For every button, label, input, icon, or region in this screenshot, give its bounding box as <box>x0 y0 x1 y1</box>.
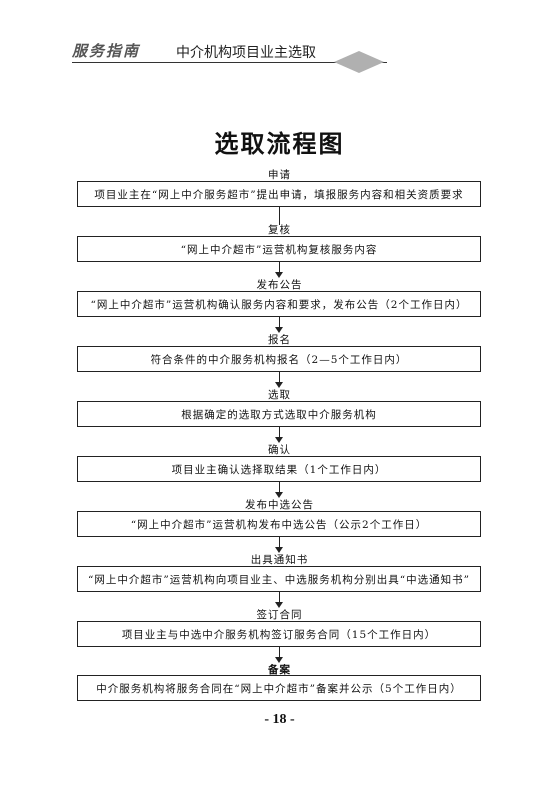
connector-line <box>279 317 280 331</box>
arrow-down-icon <box>275 382 283 388</box>
page-number: - 18 - <box>264 712 295 727</box>
connector-line <box>279 647 280 661</box>
step-box-publish-notice: “网上中介超市”运营机构确认服务内容和要求，发布公告（2个工作日内） <box>77 291 481 317</box>
step-label-issue-notice: 出具通知书 <box>250 554 309 566</box>
step-box-sign-contract: 项目业主与中选中介服务机构签订服务合同（15个工作日内） <box>77 621 481 647</box>
step-box-confirm: 项目业主确认选择取结果（1个工作日内） <box>77 456 481 482</box>
section-label: 中介机构项目业主选取 <box>176 45 316 61</box>
arrow-down-icon <box>275 492 283 498</box>
connector-line <box>279 207 280 225</box>
guide-label: 服务指南 <box>72 42 141 60</box>
arrow-down-icon <box>275 547 283 553</box>
step-label-publish-notice: 发布公告 <box>256 279 303 291</box>
step-label-apply: 申请 <box>268 169 291 181</box>
arrow-down-icon <box>275 327 283 333</box>
page-title: 选取流程图 <box>214 129 345 158</box>
step-label-review: 复核 <box>268 224 291 236</box>
arrow-down-icon <box>275 437 283 443</box>
step-label-register: 报名 <box>268 334 291 346</box>
step-label-select: 选取 <box>268 389 291 401</box>
step-label-filing: 备案 <box>268 664 291 676</box>
arrow-down-icon <box>275 272 283 278</box>
page-header: 服务指南 中介机构项目业主选取 <box>72 36 402 73</box>
step-label-sign-contract: 签订合同 <box>256 609 303 621</box>
step-box-filing: 中介服务机构将服务合同在“网上中介超市”备案并公示（5个工作日内） <box>77 675 481 701</box>
arrow-down-icon <box>275 602 283 608</box>
header-rule <box>72 62 387 63</box>
arrow-down-icon <box>275 657 283 663</box>
step-box-review: “网上中介超市”运营机构复核服务内容 <box>77 236 481 262</box>
step-box-apply: 项目业主在“网上中介服务超市”提出申请，填报服务内容和相关资质要求 <box>77 181 481 207</box>
connector-line <box>279 262 280 276</box>
connector-line <box>279 482 280 496</box>
connector-line <box>279 427 280 441</box>
step-box-publish-selection: “网上中介超市”运营机构发布中选公告（公示2个工作日） <box>77 511 481 537</box>
diamond-ornament-icon <box>334 51 384 73</box>
step-label-confirm: 确认 <box>268 444 291 456</box>
step-box-issue-notice: “网上中介超市”运营机构向项目业主、中选服务机构分别出具“中选通知书” <box>77 566 481 592</box>
connector-line <box>279 372 280 386</box>
step-label-publish-selection: 发布中选公告 <box>245 499 314 511</box>
step-box-select: 根据确定的选取方式选取中介服务机构 <box>77 401 481 427</box>
step-box-register: 符合条件的中介服务机构报名（2—5个工作日内） <box>77 346 481 372</box>
connector-line <box>279 592 280 606</box>
connector-line <box>279 537 280 551</box>
